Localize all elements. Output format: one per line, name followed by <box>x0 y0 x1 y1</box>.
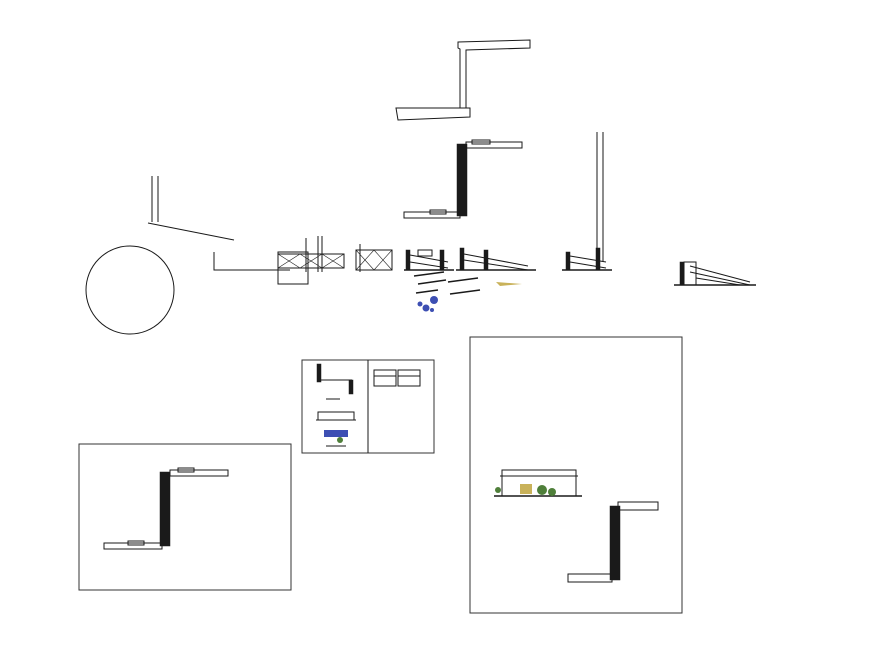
scattered-details <box>413 271 522 312</box>
circle-outline <box>85 245 175 335</box>
tall-pylon <box>596 132 604 262</box>
sheet-frame-left <box>78 443 292 591</box>
sheet-frame-small <box>301 359 435 454</box>
zigzag-bridge-plan <box>403 139 523 219</box>
ramp-elevations <box>404 247 756 286</box>
bent-bridge-outline <box>395 39 531 121</box>
sheet-frame-right <box>469 336 683 614</box>
truss-section <box>277 236 393 272</box>
slanted-line-pair <box>147 176 235 241</box>
